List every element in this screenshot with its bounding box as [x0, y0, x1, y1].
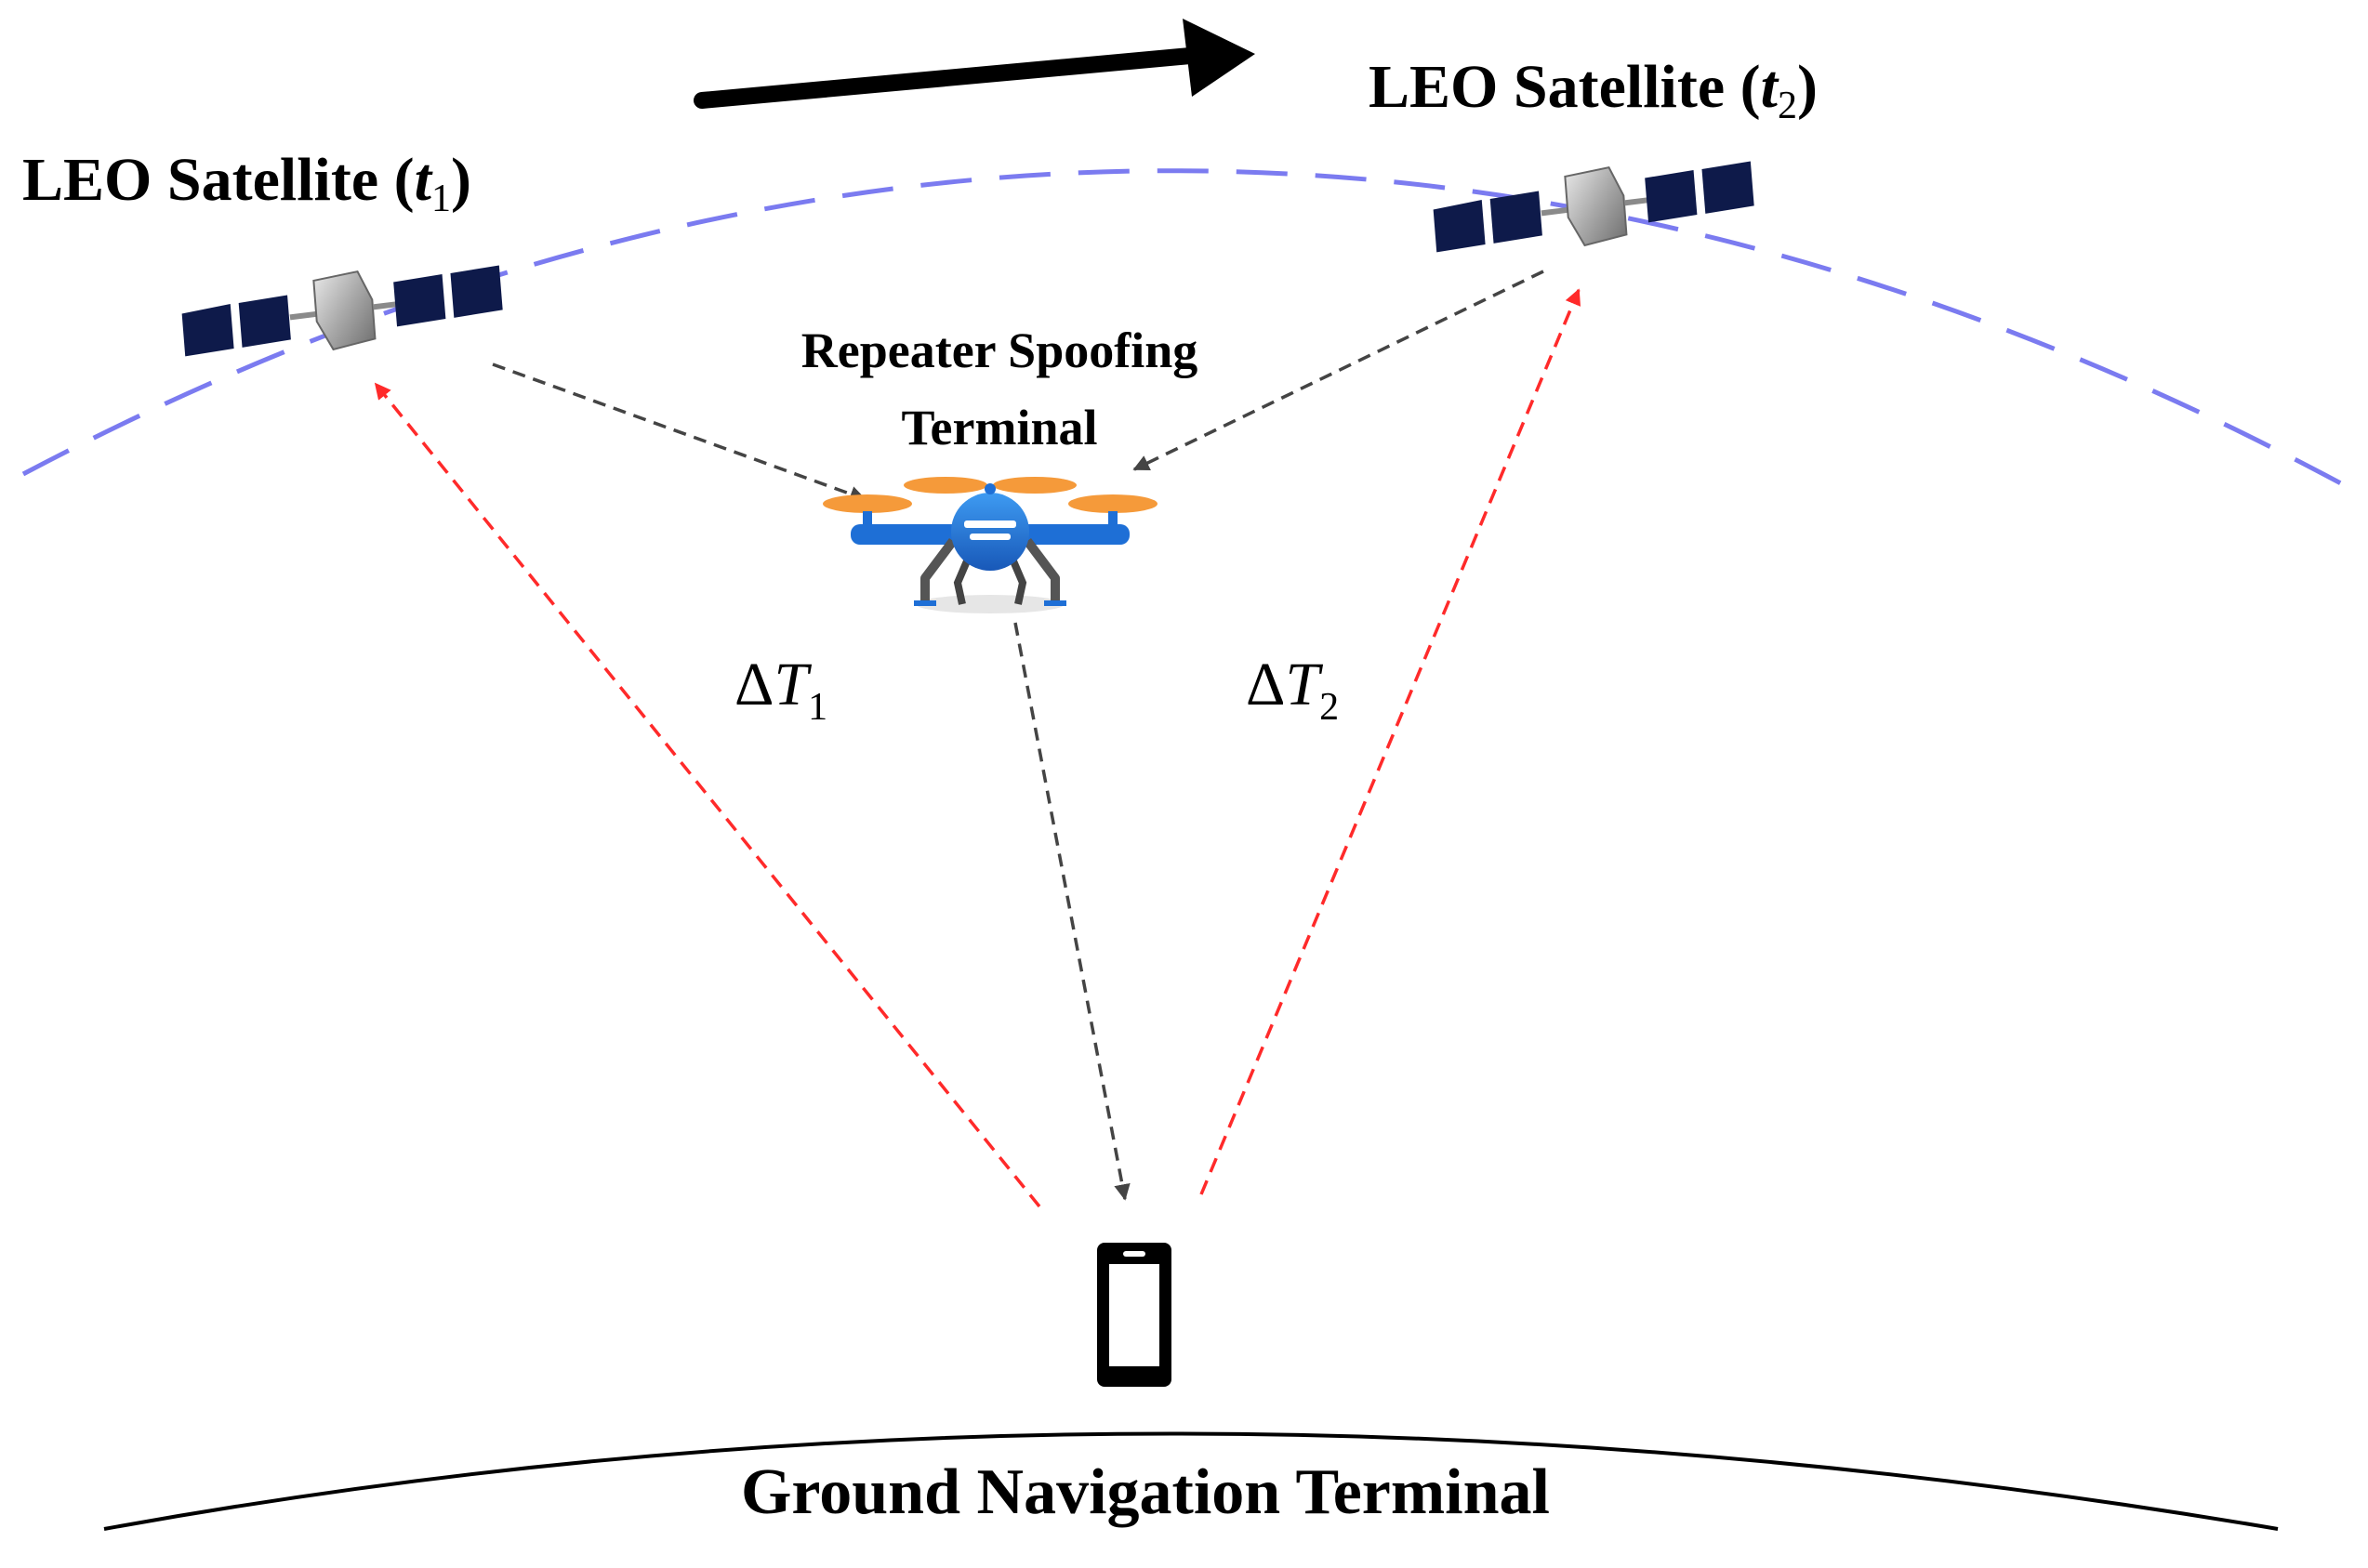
earth-surface-curve	[103, 1431, 2279, 1531]
spoofed-uplink-line-1	[492, 362, 867, 502]
true-signal-line-2	[1199, 288, 1581, 1195]
spoofed-uplink-line-2	[1132, 270, 1544, 471]
orbit-path	[21, 168, 2351, 491]
delta-t1-label: ΔT1	[734, 651, 827, 729]
motion-arrow-icon	[694, 19, 1255, 109]
spoofer-label-line-2: Terminal	[901, 400, 1097, 455]
true-signal-line-1	[374, 382, 1041, 1208]
satellite-icon-t1	[181, 265, 503, 357]
drone-icon	[823, 477, 1158, 613]
satellite-icon-t2	[1433, 161, 1754, 253]
smartphone-icon	[1097, 1243, 1171, 1387]
delta-t2-label: ΔT2	[1246, 651, 1339, 729]
spoofed-downlink-line	[1013, 622, 1131, 1201]
ground-terminal-label: Ground Navigation Terminal	[741, 1456, 1550, 1528]
satellite-t1-label: LEO Satellite (t1)	[22, 146, 471, 220]
satellite-t2-label: LEO Satellite (t2)	[1369, 53, 1818, 127]
spoofer-label-line-1: Repeater Spoofing	[801, 323, 1198, 378]
